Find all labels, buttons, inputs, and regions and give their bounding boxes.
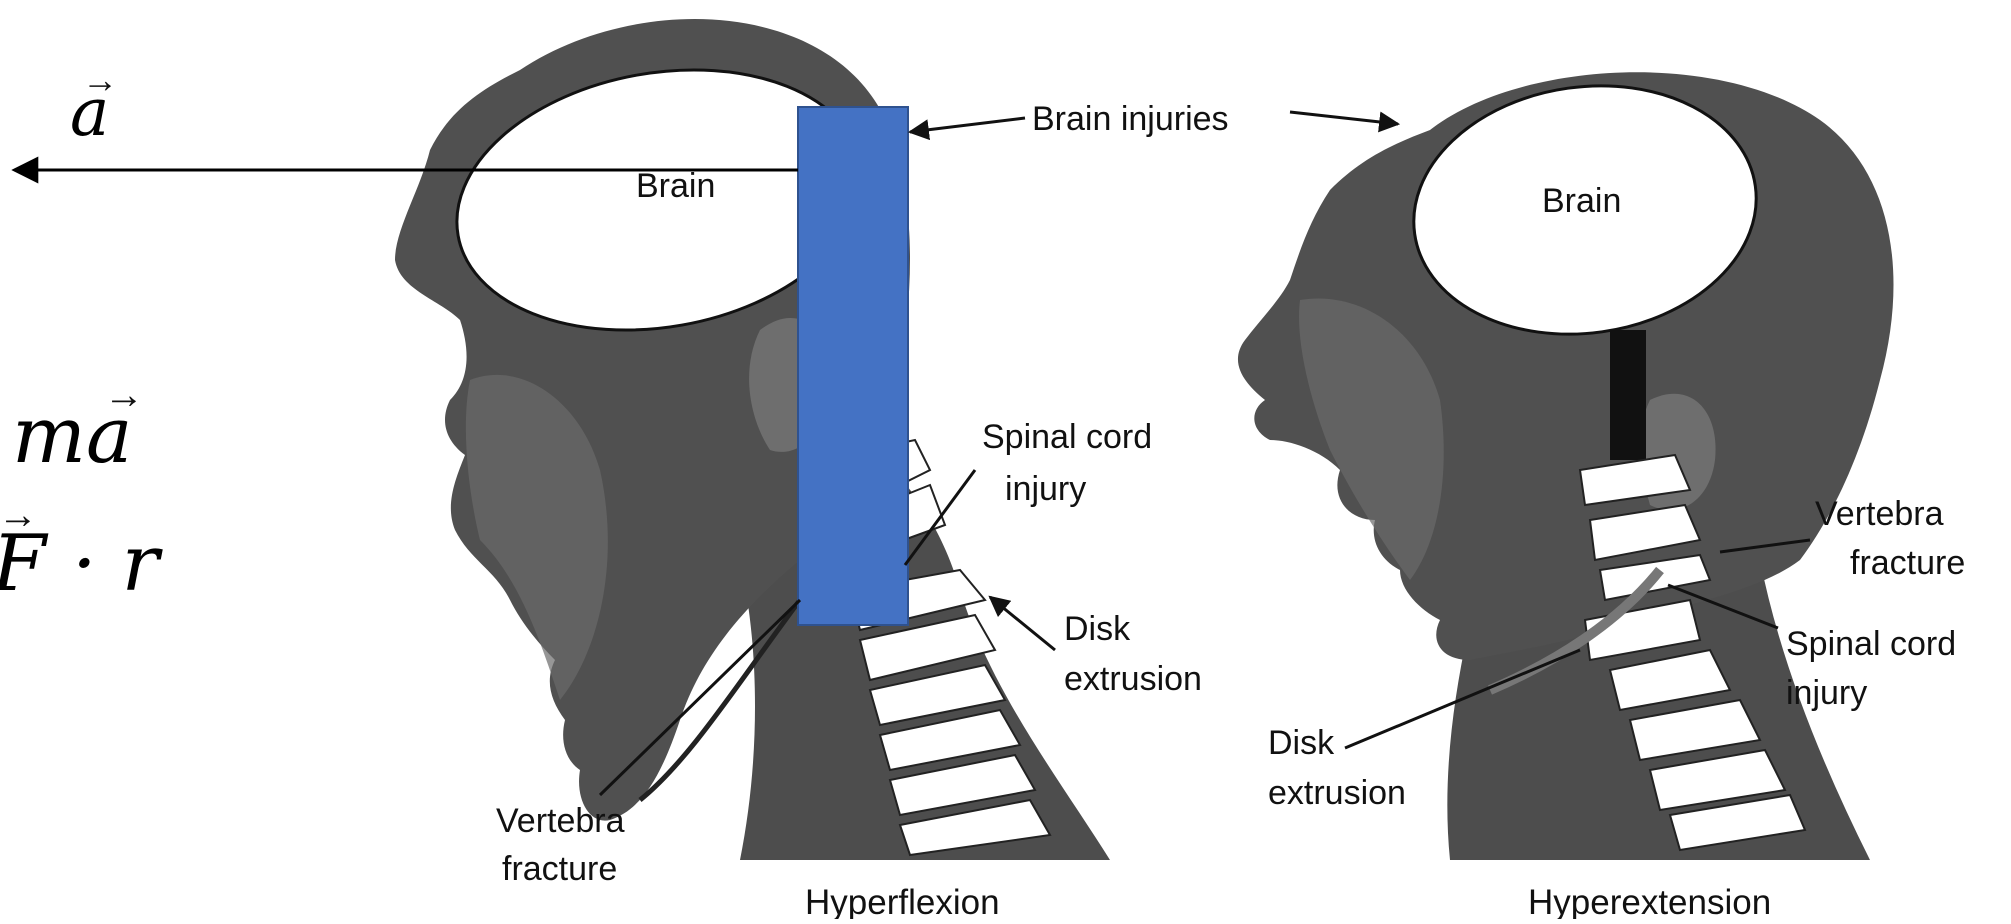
right-spinal-cord-label-line2: injury — [1786, 674, 1867, 712]
right-spinal-cord-label-line1: Spinal cord — [1786, 625, 1956, 663]
torque-rest-text: · r — [72, 519, 164, 609]
brain-injuries-label: Brain injuries — [1032, 100, 1229, 138]
right-brain-label: Brain — [1542, 182, 1621, 220]
left-vertebra-label-line1: Vertebra — [496, 802, 625, 840]
left-spinal-cord-label-line1: Spinal cord — [982, 418, 1152, 456]
accel-vector-arrow-glyph: → — [82, 59, 118, 100]
force-equation-partial: ma → — [12, 373, 144, 481]
left-brain-label: Brain — [636, 167, 715, 205]
right-disk-label-line1: Disk — [1268, 724, 1335, 762]
torque-vector-arrow-glyph: → — [0, 493, 38, 537]
right-vertebra-label-line1: Vertebra — [1815, 495, 1944, 533]
left-vertebra-label-line2: fracture — [502, 850, 617, 888]
right-caption: Hyperextension — [1528, 883, 1771, 919]
force-vector-arrow-glyph: → — [104, 373, 144, 417]
brain-injuries-arrow-left — [910, 118, 1025, 132]
right-vertebra-label-line2: fracture — [1850, 544, 1965, 582]
torque-equation-partial: F → · r — [0, 493, 164, 609]
left-spinal-cord-label-line2: injury — [1005, 470, 1086, 508]
left-disk-label-line1: Disk — [1064, 610, 1131, 648]
highlight-rectangle — [798, 107, 908, 625]
left-disk-arrow — [990, 597, 1055, 650]
right-disk-label-line2: extrusion — [1268, 774, 1406, 812]
brain-injuries-arrow-right — [1290, 112, 1398, 124]
accel-vector-symbol: a → — [70, 59, 118, 151]
left-caption: Hyperflexion — [805, 883, 1000, 919]
right-spinal-cord — [1610, 330, 1646, 460]
left-disk-label-line2: extrusion — [1064, 660, 1202, 698]
